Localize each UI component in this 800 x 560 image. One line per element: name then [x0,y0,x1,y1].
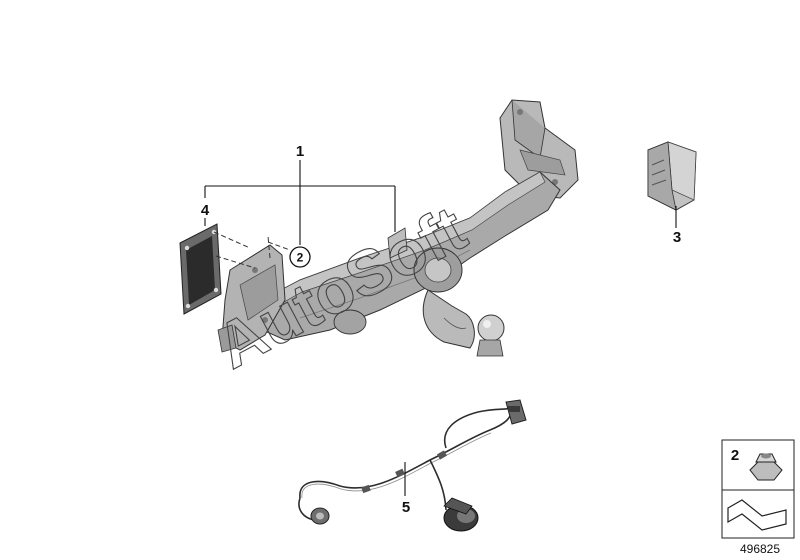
callout-4: 4 [201,202,210,219]
callout-5: 5 [402,499,410,516]
nut-icon [749,453,783,481]
callout-2: 2 [297,251,304,265]
callout-leader-lines [204,160,677,496]
wiring-harness[interactable] [298,399,527,532]
plate-symbol-icon [727,499,787,531]
assembly-dashed-lines [213,231,291,269]
callout-3: 3 [673,229,681,246]
reference-number: 496825 [740,542,780,556]
legend-nut-number: 2 [731,447,739,464]
legend-box: 2 [721,439,795,539]
callout-1: 1 [296,143,304,160]
tow-hitch-assembly[interactable] [217,99,579,357]
callout-2-circle: 2 [289,246,311,268]
gasket-plate[interactable] [179,223,222,315]
control-module[interactable] [647,141,697,211]
